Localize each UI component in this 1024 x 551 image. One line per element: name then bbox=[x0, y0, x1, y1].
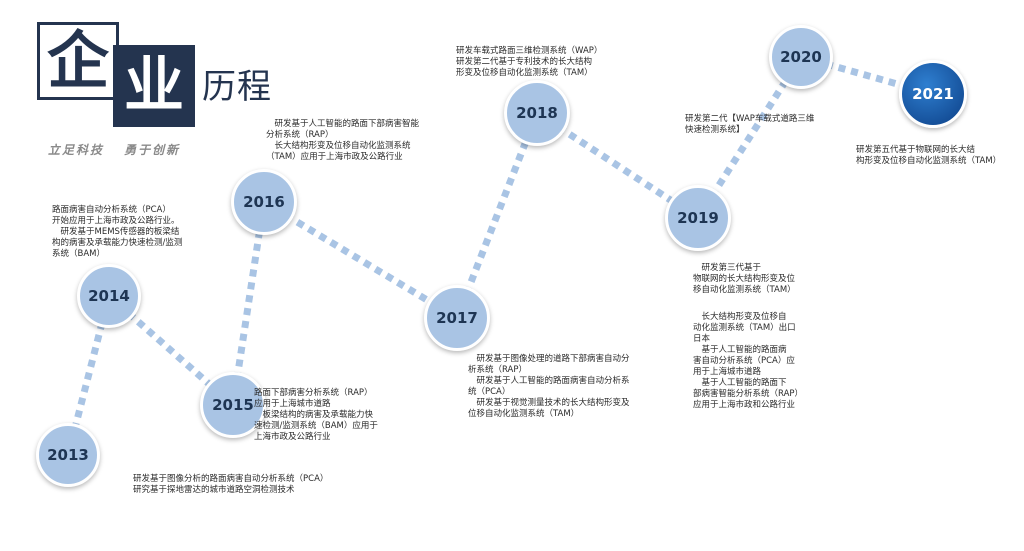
year-node-2013: 2013 bbox=[36, 423, 100, 487]
slogan: 立足科技 勇于创新 bbox=[48, 143, 181, 157]
year-node-2019: 2019 bbox=[665, 185, 731, 251]
desc-2021: 研发第五代基于物联网的长大结 构形变及位移自动化监测系统（TAM） bbox=[856, 145, 1002, 166]
desc-2019-b: 长大结构形变及位移自 动化监测系统（TAM）出口 日本 基于人工智能的路面病 害… bbox=[693, 312, 804, 410]
year-node-2015: 2015 bbox=[200, 372, 266, 438]
desc-2013: 研发基于图像分析的路面病害自动分析系统（PCA） 研究基于探地雷达的城市道路空洞… bbox=[133, 474, 329, 495]
year-node-2016: 2016 bbox=[231, 169, 297, 235]
year-node-2014: 2014 bbox=[77, 264, 141, 328]
connector-2015-2016 bbox=[229, 201, 268, 406]
title-box-2: 业 bbox=[113, 45, 195, 127]
desc-2019-a: 研发第三代基于 物联网的长大结构形变及位 移自动化监测系统（TAM） bbox=[693, 263, 796, 295]
year-node-2017: 2017 bbox=[424, 285, 490, 351]
desc-2018: 研发车载式路面三维检测系统（WAP） 研发第二代基于专利技术的长大结构 形变及位… bbox=[456, 46, 603, 78]
year-node-2021: 2021 bbox=[899, 60, 967, 128]
title-rest: 历程 bbox=[202, 67, 272, 107]
title-char-2: 业 bbox=[124, 51, 184, 121]
title-char-1: 企 bbox=[46, 24, 109, 97]
desc-2016: 研发基于人工智能的路面下部病害智能 分析系统（RAP） 长大结构形变及位移自动化… bbox=[266, 119, 420, 162]
connector-2020-2021 bbox=[800, 53, 934, 98]
desc-2020: 研发第二代【WAP车载式道路三维 快速检测系统】 bbox=[685, 114, 815, 135]
desc-2014: 路面病害自动分析系统（PCA） 开始应用于上海市政及公路行业。 研发基于MEMS… bbox=[52, 205, 183, 259]
desc-2017: 研发基于图像处理的道路下部病害自动分 析系统（RAP） 研发基于人工智能的路面病… bbox=[468, 354, 630, 419]
connector-2016-2017 bbox=[262, 199, 459, 321]
connector-2017-2018 bbox=[453, 111, 541, 320]
year-node-2020: 2020 bbox=[769, 25, 833, 89]
desc-2015: 路面下部病害分析系统（RAP） 应用于上海城市道路 板梁结构的病害及承载能力快 … bbox=[254, 388, 378, 442]
title-box-1: 企 bbox=[37, 22, 119, 100]
year-node-2018: 2018 bbox=[504, 80, 570, 146]
